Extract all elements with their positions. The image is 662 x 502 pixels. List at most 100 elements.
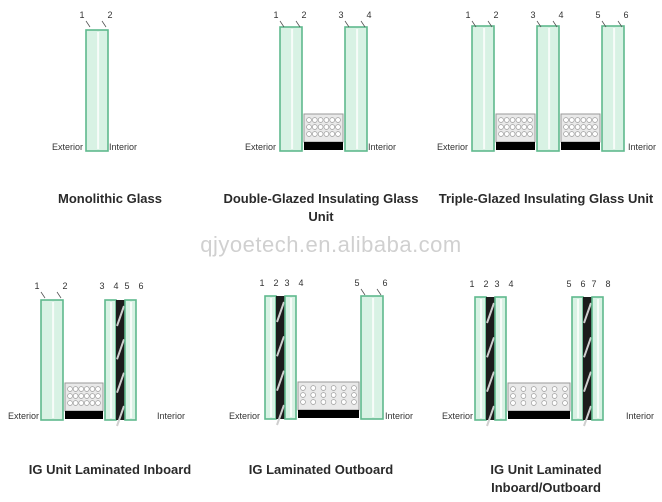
surface-number: 3 bbox=[494, 279, 499, 289]
surface-number: 3 bbox=[530, 10, 535, 20]
desiccant-bead bbox=[323, 117, 330, 123]
interior-label: Interior bbox=[368, 142, 396, 152]
glass-pane bbox=[104, 299, 117, 421]
sealant bbox=[508, 411, 570, 419]
desiccant-bead bbox=[580, 117, 587, 123]
glass-pane bbox=[344, 26, 368, 152]
surface-leader bbox=[360, 288, 366, 296]
desiccant-bead bbox=[335, 131, 341, 137]
desiccant-bead bbox=[300, 399, 306, 405]
desiccant-bead bbox=[521, 124, 527, 130]
desiccant-bead bbox=[531, 393, 537, 399]
desiccant-bead bbox=[541, 400, 547, 406]
interlayer bbox=[276, 296, 285, 419]
desiccant-bead bbox=[510, 400, 516, 406]
caption-monolithic: Monolithic Glass bbox=[0, 190, 220, 208]
glass-pane bbox=[591, 296, 604, 421]
surface-number: 3 bbox=[284, 278, 289, 288]
sealant bbox=[496, 142, 535, 150]
exterior-label: Exterior bbox=[442, 411, 473, 421]
surface-number: 2 bbox=[493, 10, 498, 20]
surface-leader bbox=[552, 20, 558, 28]
surface-number: 1 bbox=[259, 278, 264, 288]
desiccant-bead bbox=[95, 393, 101, 399]
glass-pane-body bbox=[601, 25, 625, 152]
interlayer-streak bbox=[276, 336, 285, 357]
glass-pane bbox=[471, 25, 495, 152]
surface-number: 5 bbox=[354, 278, 359, 288]
glass-pane-body bbox=[471, 25, 495, 152]
interlayer bbox=[583, 297, 592, 420]
caption-double-glazed: Double-Glazed Insulating Glass Unit bbox=[211, 190, 431, 226]
desiccant-bead bbox=[520, 386, 527, 392]
spacer bbox=[297, 381, 360, 418]
sealant bbox=[561, 142, 600, 150]
watermark: qjyoetech.en.alibaba.com bbox=[200, 232, 462, 257]
surface-leader bbox=[344, 20, 350, 28]
desiccant-bead bbox=[310, 385, 316, 391]
desiccant-bead bbox=[498, 117, 504, 123]
desiccant-bead bbox=[509, 117, 516, 123]
surface-number: 1 bbox=[34, 281, 39, 291]
desiccant-bead bbox=[531, 400, 537, 406]
desiccant-bead bbox=[527, 131, 533, 137]
surface-leader bbox=[56, 291, 62, 299]
desiccant-bead bbox=[323, 131, 330, 137]
spacer bbox=[495, 113, 536, 150]
surface-number: 6 bbox=[382, 278, 387, 288]
glass-pane bbox=[536, 25, 560, 152]
surface-number: 4 bbox=[113, 281, 118, 291]
sealant bbox=[298, 410, 359, 418]
desiccant-bead bbox=[562, 393, 568, 399]
interior-label: Interior bbox=[628, 142, 656, 152]
interlayer-streak bbox=[583, 405, 592, 427]
surface-leader bbox=[40, 291, 46, 299]
caption-triple-glazed: Triple-Glazed Insulating Glass Unit bbox=[434, 190, 658, 208]
glass-pane bbox=[360, 295, 384, 420]
caption-line: Monolithic Glass bbox=[57, 191, 162, 206]
desiccant-bead bbox=[509, 131, 516, 137]
desiccant-bead bbox=[335, 117, 341, 123]
caption-line: Triple-Glazed Insulating Glass Unit bbox=[438, 191, 654, 206]
surface-number: 2 bbox=[273, 278, 278, 288]
surface-number: 4 bbox=[366, 10, 371, 20]
desiccant-bead bbox=[580, 131, 587, 137]
caption-line: Double-Glazed Insulating Glass bbox=[223, 191, 419, 206]
glass-pane-body bbox=[85, 29, 109, 152]
desiccant-bead bbox=[521, 131, 527, 137]
surface-number: 4 bbox=[508, 279, 513, 289]
surface-number: 5 bbox=[595, 10, 600, 20]
desiccant-bead bbox=[509, 124, 516, 130]
desiccant-bead bbox=[72, 386, 79, 392]
glass-pane-body bbox=[40, 299, 64, 421]
desiccant-bead bbox=[84, 386, 90, 392]
desiccant-bead bbox=[95, 386, 101, 392]
desiccant-bead bbox=[498, 124, 504, 130]
desiccant-bead bbox=[89, 393, 96, 399]
desiccant-bead bbox=[562, 400, 568, 406]
interlayer-streak bbox=[486, 405, 495, 427]
desiccant-bead bbox=[67, 400, 73, 406]
glass-pane bbox=[40, 299, 64, 421]
desiccant-bead bbox=[335, 124, 341, 130]
desiccant-bead bbox=[78, 386, 84, 392]
exterior-label: Exterior bbox=[52, 142, 83, 152]
desiccant-bead bbox=[306, 131, 312, 137]
glass-pane bbox=[494, 296, 507, 421]
desiccant-bead bbox=[569, 124, 575, 130]
surface-leader bbox=[101, 20, 107, 28]
desiccant-bead bbox=[317, 117, 324, 123]
interlayer-streak bbox=[583, 337, 592, 358]
desiccant-bead bbox=[306, 117, 312, 123]
glass-pane bbox=[571, 296, 584, 421]
desiccant-bead bbox=[574, 131, 581, 137]
desiccant-bead bbox=[504, 131, 510, 137]
interlayer-streak bbox=[116, 305, 125, 327]
desiccant-bead bbox=[580, 124, 587, 130]
